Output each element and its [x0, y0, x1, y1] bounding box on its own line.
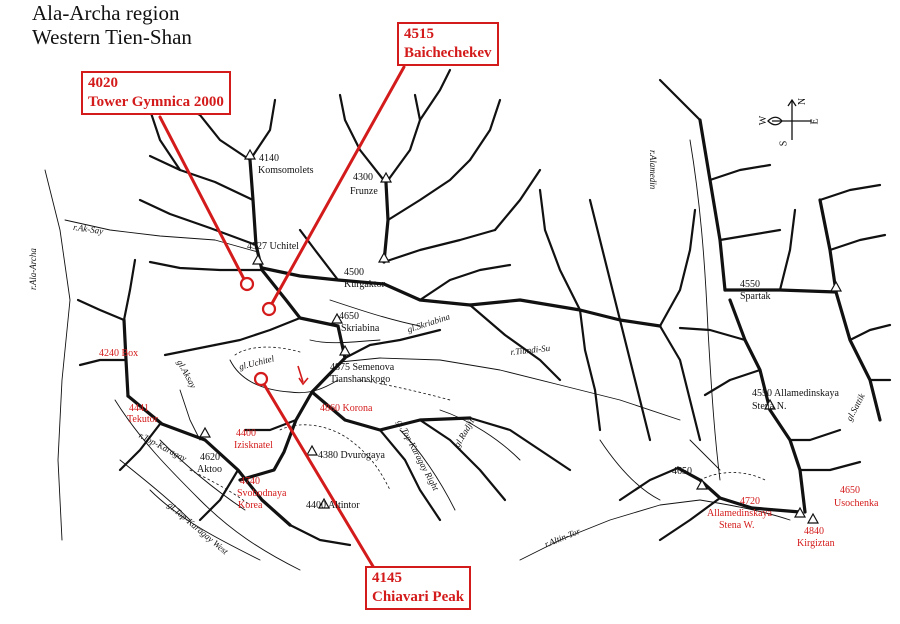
river-label: r.Alamedin [648, 150, 658, 190]
callout-4515: 4515 Baichechekev [397, 22, 499, 66]
peak-label: Kurgaktor [344, 279, 385, 290]
peak-label: 4140 [259, 153, 279, 164]
peak-label: 4400 Altintor [306, 500, 360, 511]
peak-label: Frunze [350, 186, 378, 197]
peak-label: Skriabina [341, 323, 380, 334]
compass-e: E [809, 118, 821, 125]
peak-4380-icon [305, 444, 319, 456]
peak-4400-alt-icon [317, 497, 331, 509]
peak-4500-icon [377, 251, 391, 263]
map-title-line1: Ala-Archa region [32, 1, 180, 25]
compass-s: S [778, 140, 790, 147]
route-arrow-icon [297, 365, 309, 386]
red-peak-label: Svobodnaya [237, 488, 287, 499]
peak-4300-icon [379, 171, 393, 183]
callout-leaders [158, 65, 406, 570]
red-peak-label: Tekutor [127, 414, 158, 425]
callout-name: Baichechekev [404, 45, 492, 61]
peak-label: 4650 [339, 311, 359, 322]
red-peak-label: Izisknatel [234, 440, 273, 451]
peak-4550-sp-icon [829, 280, 843, 292]
peak-4875-icon [338, 344, 352, 356]
map-title-line2: Western Tien-Shan [32, 25, 192, 49]
peak-4527-icon [251, 253, 265, 265]
peak-label: 4550 [740, 279, 760, 290]
compass-n: N [797, 97, 809, 106]
red-peak-label: Stena W. [719, 520, 755, 531]
leader-4020 [158, 115, 248, 285]
peak-4650-e-icon [695, 478, 709, 490]
peak-4620-icon [198, 426, 212, 438]
callout-4145: 4145 Chiavari Peak [365, 566, 472, 610]
river-label: r.Ala-Archa [28, 248, 38, 290]
peak-4140-icon [243, 148, 257, 160]
callout-name: Tower Gymnica 2000 [88, 94, 224, 110]
red-peak-label: 4860 Korona [320, 403, 373, 414]
red-peak-label: 4441 [129, 403, 149, 414]
red-peak-label: 4400 [236, 428, 256, 439]
peak-markers [198, 148, 843, 524]
red-peak-label: Usochenka [834, 498, 879, 509]
marker-4145-icon [253, 371, 269, 387]
peak-4840-icon [793, 506, 807, 518]
red-peak-label: Allamedinskaya [707, 508, 772, 519]
peak-label: 4650 [672, 466, 692, 477]
peak-label: Spartak [740, 291, 771, 302]
red-peak-label: 4650 [840, 485, 860, 496]
callout-name: Chiavari Peak [372, 589, 465, 605]
red-peak-label: 4740 [240, 476, 260, 487]
peak-label: 4620 [200, 452, 220, 463]
peak-label: 4500 [344, 267, 364, 278]
leader-4145 [260, 379, 376, 570]
callout-elev: 4020 [88, 75, 118, 91]
peak-label: 4380 Dvurogaya [318, 450, 385, 461]
red-peak-label: 4840 [804, 526, 824, 537]
peak-label: 4300 [353, 172, 373, 183]
marker-4515-icon [261, 301, 277, 317]
peak-4550-all-icon [763, 398, 777, 410]
red-peak-label: Kirgiztan [797, 538, 835, 549]
peak-label: 4875 Semenova [330, 362, 395, 373]
peak-4650-us-icon [806, 512, 820, 524]
callout-4020: 4020 Tower Gymnica 2000 [81, 71, 231, 115]
callout-elev: 4145 [372, 570, 402, 586]
peak-label: Komsomolets [258, 165, 314, 176]
leader-4515 [268, 65, 406, 309]
peak-label: 4527 Uchitel [247, 241, 299, 252]
marker-4020-icon [239, 276, 255, 292]
peak-label: Aktoo [197, 464, 222, 475]
peak-label: Stena N. [752, 401, 787, 412]
peak-label: Tianshanskogo [330, 374, 391, 385]
peak-4650-skr-icon [330, 312, 344, 324]
peak-label: 4550 Allamedinskaya [752, 388, 839, 399]
callout-elev: 4515 [404, 26, 434, 42]
compass-icon [767, 98, 812, 140]
compass-w: W [758, 115, 770, 126]
red-peak-label: 4240 Box [99, 348, 139, 359]
red-peak-label: 4720 [740, 496, 760, 507]
red-peak-label: Korea [238, 500, 263, 511]
